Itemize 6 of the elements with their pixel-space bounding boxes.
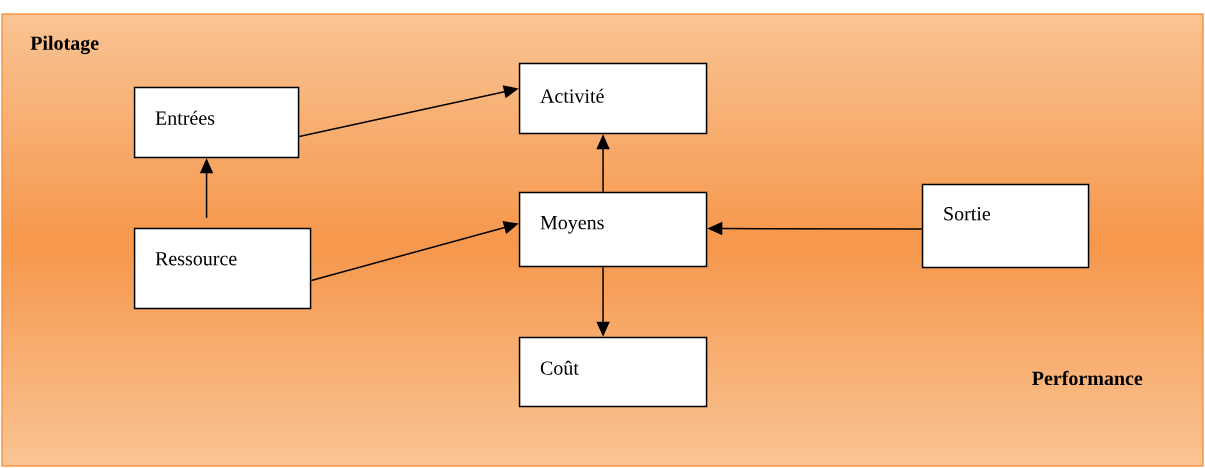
process-box: Ressource bbox=[133, 227, 312, 310]
process-box: Entrées bbox=[133, 86, 300, 159]
process-box: Activité bbox=[518, 62, 708, 135]
process-box: Coût bbox=[518, 336, 708, 408]
process-box: Moyens bbox=[518, 191, 708, 268]
process-box: Sortie bbox=[921, 183, 1090, 269]
